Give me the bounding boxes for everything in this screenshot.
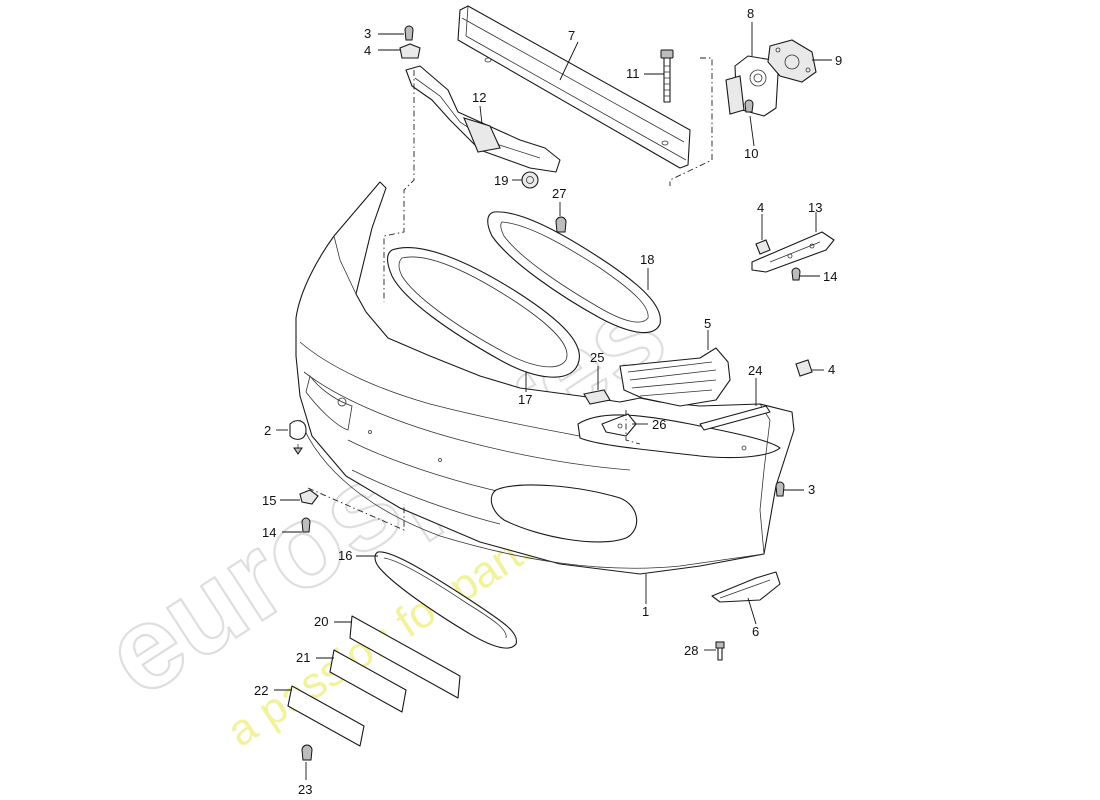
part-28-bolt[interactable] (715, 641, 725, 661)
part-12-bracket[interactable] (405, 65, 561, 173)
callout-20: 20 (314, 614, 328, 629)
callout-19: 19 (494, 173, 508, 188)
part-13-side-guide[interactable] (751, 231, 835, 273)
callout-4-right: 4 (757, 200, 764, 215)
callout-16: 16 (338, 548, 352, 563)
part-19-nut[interactable] (521, 171, 539, 189)
part-21-plate[interactable] (329, 649, 407, 713)
part-22-plate[interactable] (287, 685, 365, 747)
callout-28: 28 (684, 643, 698, 658)
part-18-grille-frame[interactable] (487, 211, 661, 334)
part-25-small-trim[interactable] (583, 389, 611, 405)
callouts: 3 4 7 8 9 10 11 12 19 27 4 13 14 18 5 25… (254, 6, 842, 797)
callout-21: 21 (296, 650, 310, 665)
part-20-plate[interactable] (349, 615, 461, 699)
part-15-clip-left[interactable] (299, 489, 319, 505)
part-27-screw[interactable] (555, 216, 567, 233)
callout-7: 7 (568, 28, 575, 43)
part-3-screw-right[interactable] (775, 481, 785, 497)
callout-4-top: 4 (364, 43, 371, 58)
callout-24: 24 (748, 363, 762, 378)
part-26-bracket-small[interactable] (601, 413, 637, 437)
callout-2: 2 (264, 423, 271, 438)
callout-14-left: 14 (262, 525, 276, 540)
callout-11: 11 (626, 66, 640, 81)
assembly-lines (307, 57, 713, 531)
callout-23: 23 (298, 782, 312, 797)
callout-1: 1 (642, 604, 649, 619)
part-23-screw[interactable] (301, 744, 313, 761)
part-2-tow-cover[interactable] (289, 420, 307, 455)
part-16-lower-grille[interactable] (374, 551, 518, 649)
part-5-grille-insert[interactable] (619, 347, 731, 407)
callout-3-top: 3 (364, 26, 371, 41)
callout-17: 17 (518, 392, 532, 407)
callout-13: 13 (808, 200, 822, 215)
callout-5: 5 (704, 316, 711, 331)
callout-6: 6 (752, 624, 759, 639)
callout-14-right: 14 (823, 269, 837, 284)
callout-18: 18 (640, 252, 654, 267)
part-4-clip-mid[interactable] (795, 359, 813, 377)
part-6-lower-spoiler[interactable] (711, 571, 781, 603)
part-4-clip-right[interactable] (755, 239, 771, 255)
callout-25: 25 (590, 350, 604, 365)
callout-3-right: 3 (808, 482, 815, 497)
callout-26: 26 (652, 417, 666, 432)
callout-12: 12 (472, 90, 486, 105)
part-10-screw[interactable] (744, 99, 754, 113)
part-9-plate[interactable] (767, 39, 817, 83)
callout-27: 27 (552, 186, 566, 201)
callout-9: 9 (835, 53, 842, 68)
callout-22: 22 (254, 683, 268, 698)
part-7-impact-bar[interactable] (457, 5, 691, 169)
callout-4-mid: 4 (828, 362, 835, 377)
part-14-screw-right[interactable] (791, 267, 801, 281)
callout-8: 8 (747, 6, 754, 21)
callout-10: 10 (744, 146, 758, 161)
part-3-screw-top[interactable] (404, 25, 414, 41)
callout-15: 15 (262, 493, 276, 508)
part-4-clip-top[interactable] (399, 43, 421, 59)
leader-lines (274, 22, 832, 780)
part-11-bolt[interactable] (660, 49, 674, 103)
part-17-inner-frame[interactable] (386, 247, 580, 378)
part-24-strip[interactable] (699, 405, 771, 431)
part-14-screw-left[interactable] (301, 517, 311, 533)
